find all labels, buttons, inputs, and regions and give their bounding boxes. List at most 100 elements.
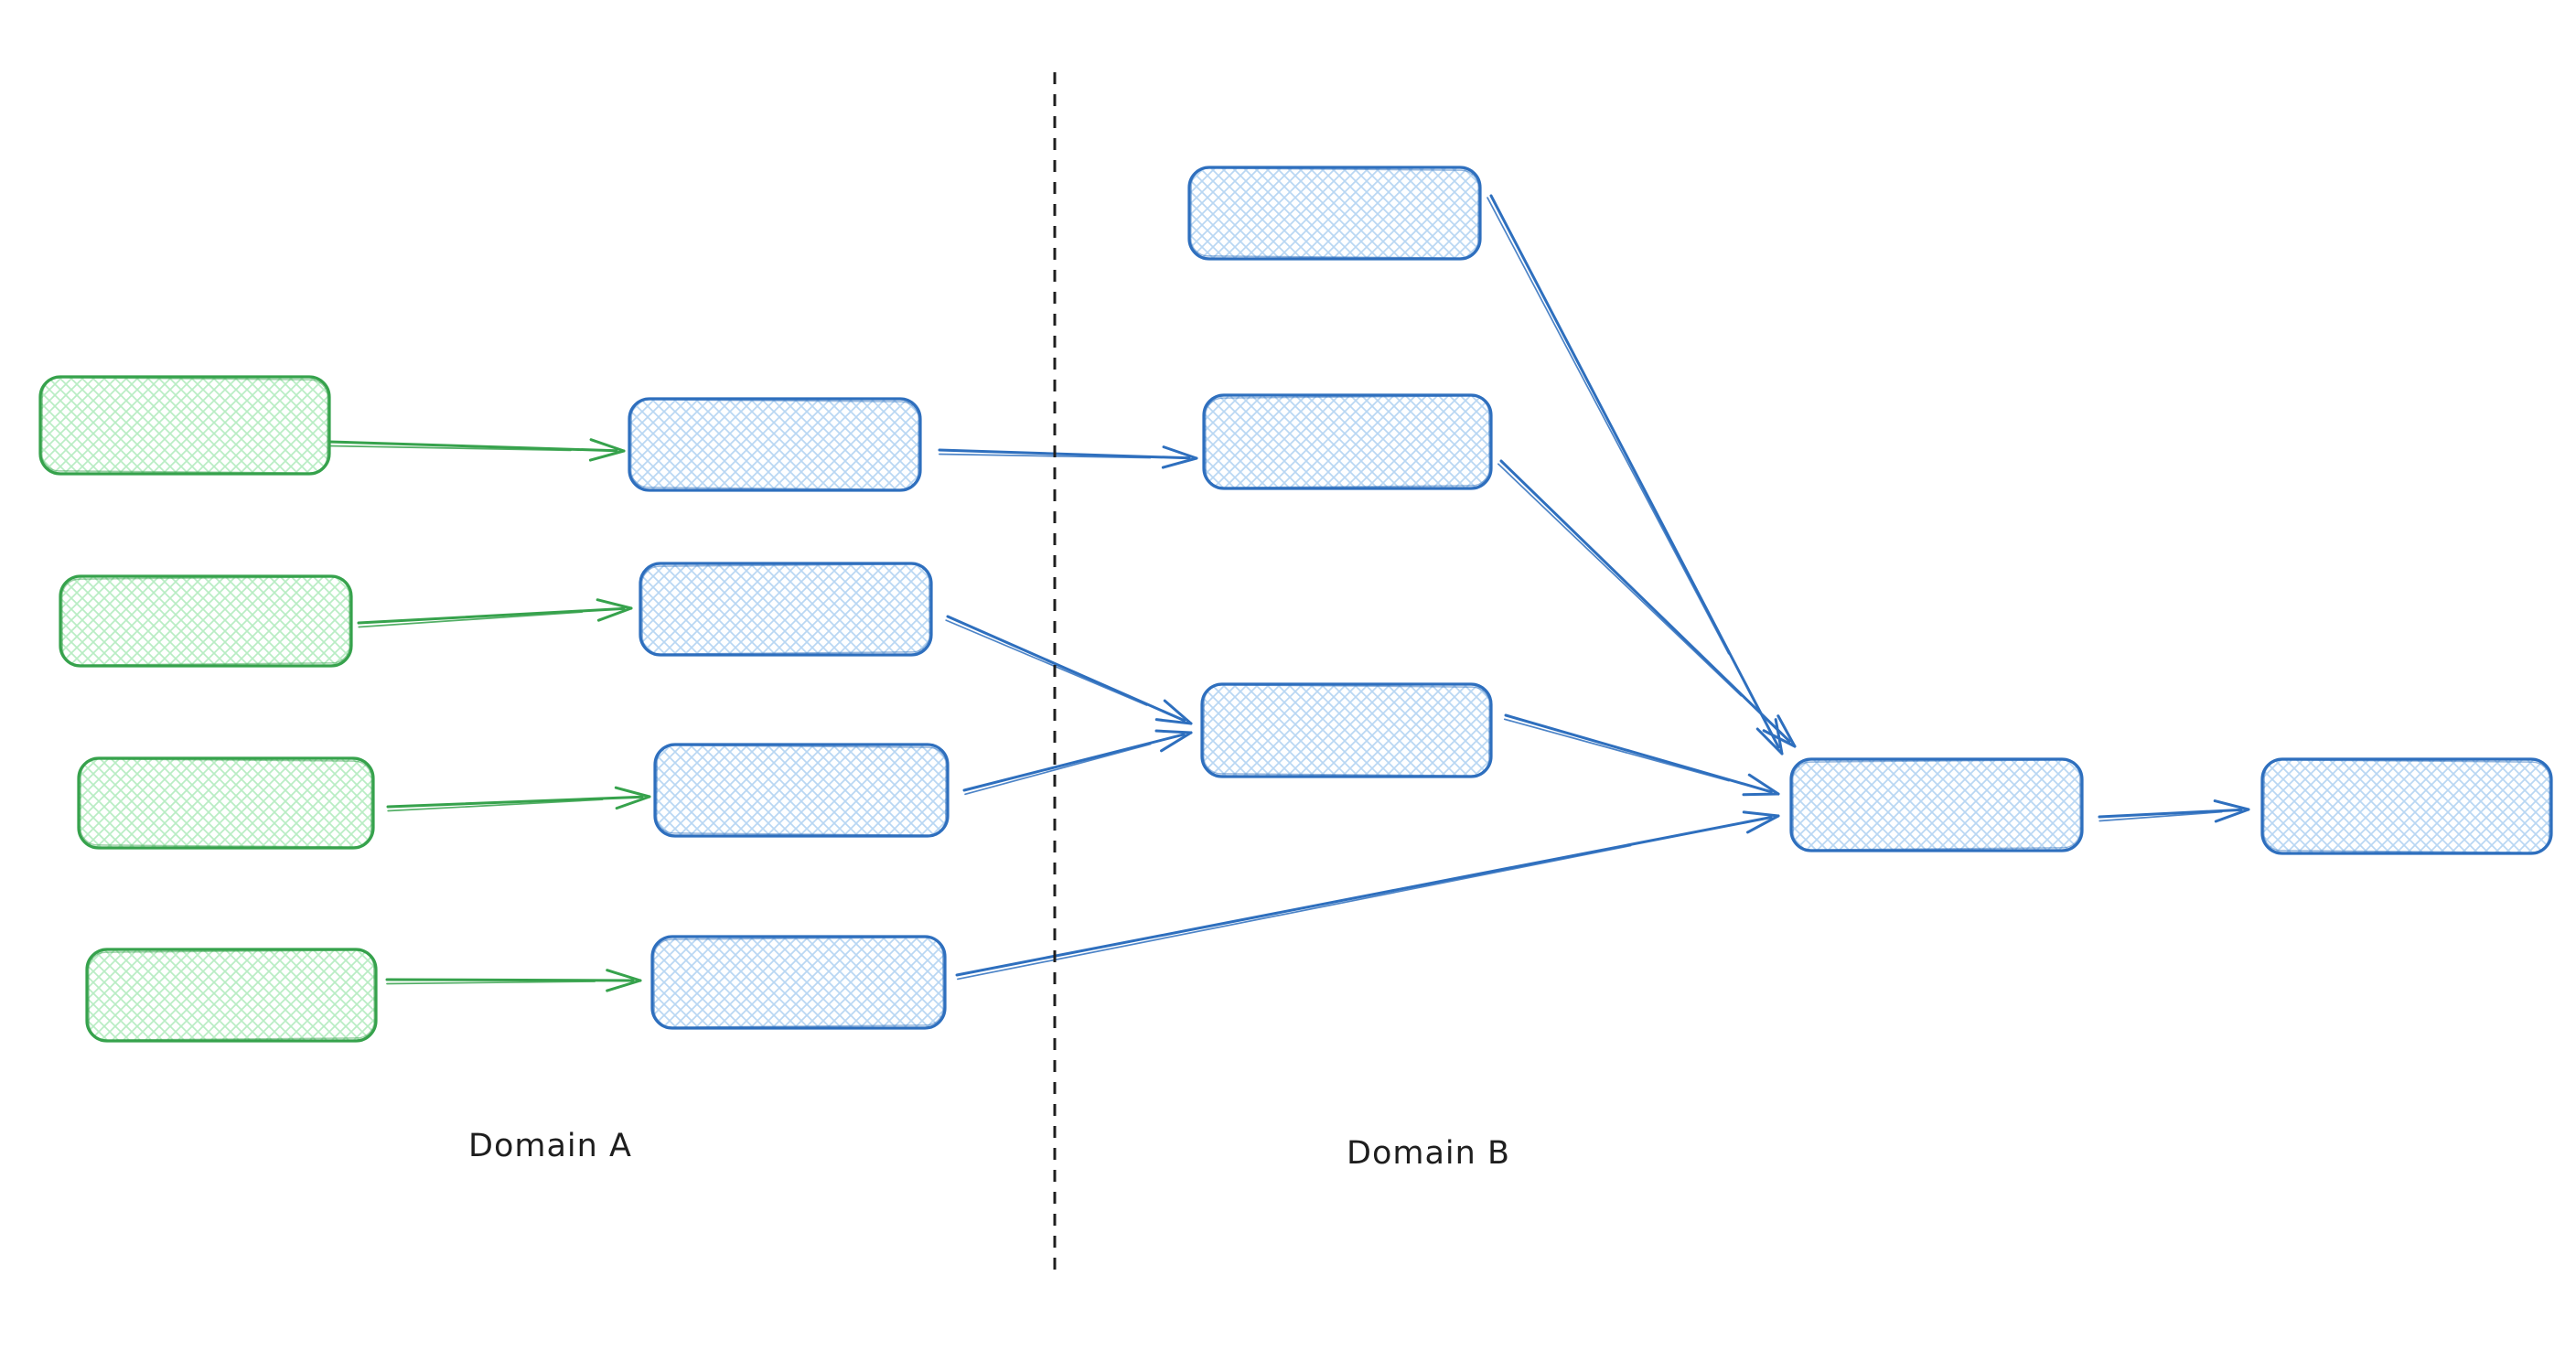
arrowhead-icon [1154, 729, 1193, 734]
edge-bnode1-to-hub[interactable] [1487, 194, 1784, 756]
edge-line [962, 733, 1186, 792]
node-box [1202, 393, 1493, 490]
node-box-sketch-echo [653, 937, 944, 1028]
node-domain-a-source-4[interactable] [85, 948, 378, 1043]
node-box [38, 375, 331, 476]
nodes-layer [38, 166, 2553, 1043]
node-box [628, 397, 922, 492]
edge-line [1499, 459, 1791, 743]
domain-b-label[interactable]: Domain B [1347, 1135, 1510, 1172]
edge-sketch-echo [1487, 197, 1730, 655]
node-box [650, 935, 947, 1030]
node-box-sketch-echo [88, 949, 375, 1041]
arrowhead-icon [1762, 729, 1797, 748]
node-box-sketch-echo [1792, 759, 2081, 851]
node-box-sketch-echo [641, 563, 930, 655]
node-box-sketch-echo [41, 377, 328, 474]
edge-line [946, 615, 1186, 723]
edge-line [2098, 808, 2243, 819]
arrowhead-icon [1742, 792, 1780, 797]
edge-sketch-echo [1497, 463, 1743, 697]
node-domain-b-node-1[interactable] [1187, 166, 1482, 261]
arrowhead-icon [1160, 731, 1193, 753]
arrowhead-icon [1742, 810, 1780, 818]
node-box-sketch-echo [1190, 167, 1479, 259]
edge-sketch-echo [964, 743, 1152, 796]
node-domain-b-node-3[interactable] [1200, 682, 1493, 778]
node-domain-a-stage-1[interactable] [628, 397, 922, 492]
edge-bnode3-to-hub[interactable] [1503, 713, 1780, 797]
edge-line [327, 440, 618, 453]
node-domain-a-stage-3[interactable] [653, 743, 950, 838]
arrowhead-icon [589, 438, 626, 453]
edge-sketch-echo [945, 619, 1148, 706]
edge-source4-to-stage4[interactable] [385, 969, 642, 992]
node-domain-a-stage-2[interactable] [639, 562, 933, 657]
node-box [1187, 166, 1482, 261]
node-domain-b-sink[interactable] [2260, 757, 2553, 855]
labels-layer: Domain A Domain B [468, 1128, 1510, 1172]
node-domain-a-source-2[interactable] [59, 574, 353, 668]
node-box [1789, 757, 2084, 852]
edge-sketch-echo [358, 611, 584, 628]
edge-line [386, 795, 644, 809]
node-box [1200, 682, 1493, 778]
node-domain-a-source-3[interactable] [77, 756, 375, 850]
node-box-sketch-echo [2263, 759, 2550, 853]
node-domain-b-node-2[interactable] [1202, 393, 1493, 490]
node-box [77, 756, 375, 850]
edge-hub-to-sink[interactable] [2098, 799, 2250, 823]
arrowhead-icon [1161, 456, 1198, 469]
node-box-sketch-echo [1205, 395, 1490, 488]
arrowhead-icon [1747, 773, 1780, 796]
node-domain-a-stage-4[interactable] [650, 935, 947, 1030]
node-box [653, 743, 950, 838]
arrowhead-icon [2213, 799, 2250, 811]
node-box-sketch-echo [61, 576, 350, 666]
edge-sketch-echo [939, 453, 1152, 459]
arrowhead-icon [1774, 718, 1784, 756]
arrowhead-icon [1755, 727, 1784, 756]
edge-stage1-to-bnode2[interactable] [938, 445, 1198, 469]
edge-sketch-echo [957, 844, 1632, 981]
edge-sketch-echo [328, 445, 572, 452]
edges-layer [327, 194, 2250, 992]
node-box-sketch-echo [630, 399, 919, 490]
arrowhead-icon [606, 969, 642, 982]
arrowhead-icon [1776, 714, 1797, 748]
arrowhead-icon [1162, 445, 1198, 460]
node-box-sketch-echo [80, 758, 372, 848]
edge-line [938, 448, 1191, 460]
node-box [85, 948, 378, 1043]
edge-sketch-echo [1503, 718, 1730, 782]
arrowhead-icon [615, 795, 651, 810]
edge-source1-to-stage1[interactable] [327, 438, 626, 462]
edge-line [955, 816, 1773, 977]
edge-line [1489, 194, 1780, 749]
arrowhead-icon [1163, 699, 1193, 725]
node-box [639, 562, 933, 657]
edge-sketch-echo [2098, 810, 2223, 822]
arrowhead-icon [1745, 814, 1780, 834]
arrowhead-icon [614, 786, 651, 799]
edge-stage2-to-bnode3[interactable] [945, 615, 1193, 725]
arrowhead-icon [2214, 808, 2250, 823]
edge-source2-to-stage2[interactable] [357, 598, 633, 628]
edge-sketch-echo [387, 799, 604, 812]
domain-a-label[interactable]: Domain A [468, 1128, 632, 1164]
node-box [59, 574, 353, 668]
edge-bnode2-to-hub[interactable] [1497, 459, 1797, 748]
node-domain-b-hub[interactable] [1789, 757, 2084, 852]
arrowhead-icon [606, 979, 642, 992]
edge-stage4-to-hub[interactable] [955, 810, 1780, 981]
node-box-sketch-echo [656, 745, 947, 836]
node-domain-a-source-1[interactable] [38, 375, 331, 476]
edge-stage3-to-bnode3[interactable] [962, 729, 1193, 796]
edge-source3-to-stage3[interactable] [386, 786, 651, 812]
edge-line [385, 978, 635, 982]
arrowhead-icon [596, 598, 633, 610]
edge-sketch-echo [386, 981, 596, 985]
edge-line [1504, 713, 1773, 794]
